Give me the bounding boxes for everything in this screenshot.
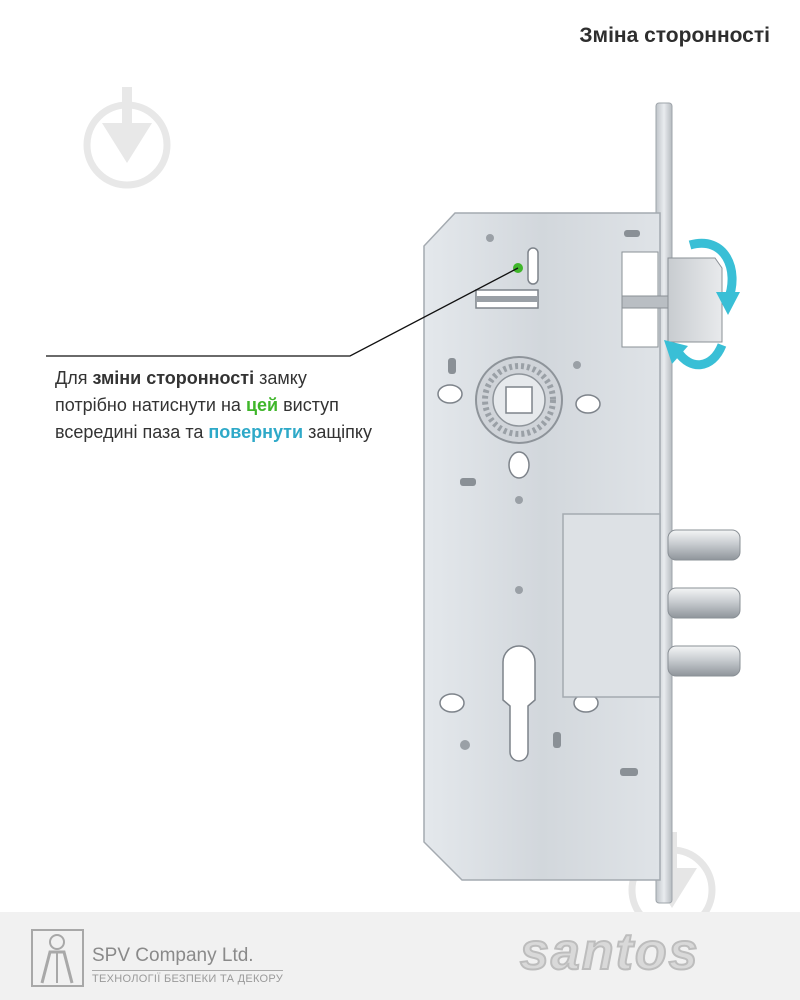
- spv-logo-icon: [31, 929, 84, 987]
- pointer-line: [46, 267, 519, 357]
- caption-text: защіпку: [303, 422, 372, 442]
- caption-text: виступ: [278, 395, 339, 415]
- download-watermark-icon: [83, 87, 171, 189]
- mortise-lock-image: [46, 102, 741, 904]
- rotate-arrows-icon: [664, 238, 740, 370]
- instruction-caption: Для зміни сторонності замку потрібно нат…: [55, 365, 415, 446]
- caption-text: Для: [55, 368, 93, 388]
- caption-text: всередині паза та: [55, 422, 209, 442]
- caption-text: замку: [254, 368, 307, 388]
- caption-green-text: цей: [245, 395, 279, 415]
- company-name: SPV Company Ltd.: [92, 945, 254, 966]
- caption-bold-text: зміни сторонності: [92, 368, 255, 388]
- latch-bolt: [667, 257, 723, 343]
- caption-text: потрібно натиснути на: [55, 395, 246, 415]
- page-title: Зміна сторонності: [579, 24, 770, 47]
- caption-teal-text: повернути: [208, 422, 304, 442]
- footer-bar: [0, 912, 800, 1000]
- santos-logo: santos: [519, 922, 700, 982]
- company-tagline: ТЕХНОЛОГІЇ БЕЗПЕКИ ТА ДЕКОРУ: [92, 970, 284, 985]
